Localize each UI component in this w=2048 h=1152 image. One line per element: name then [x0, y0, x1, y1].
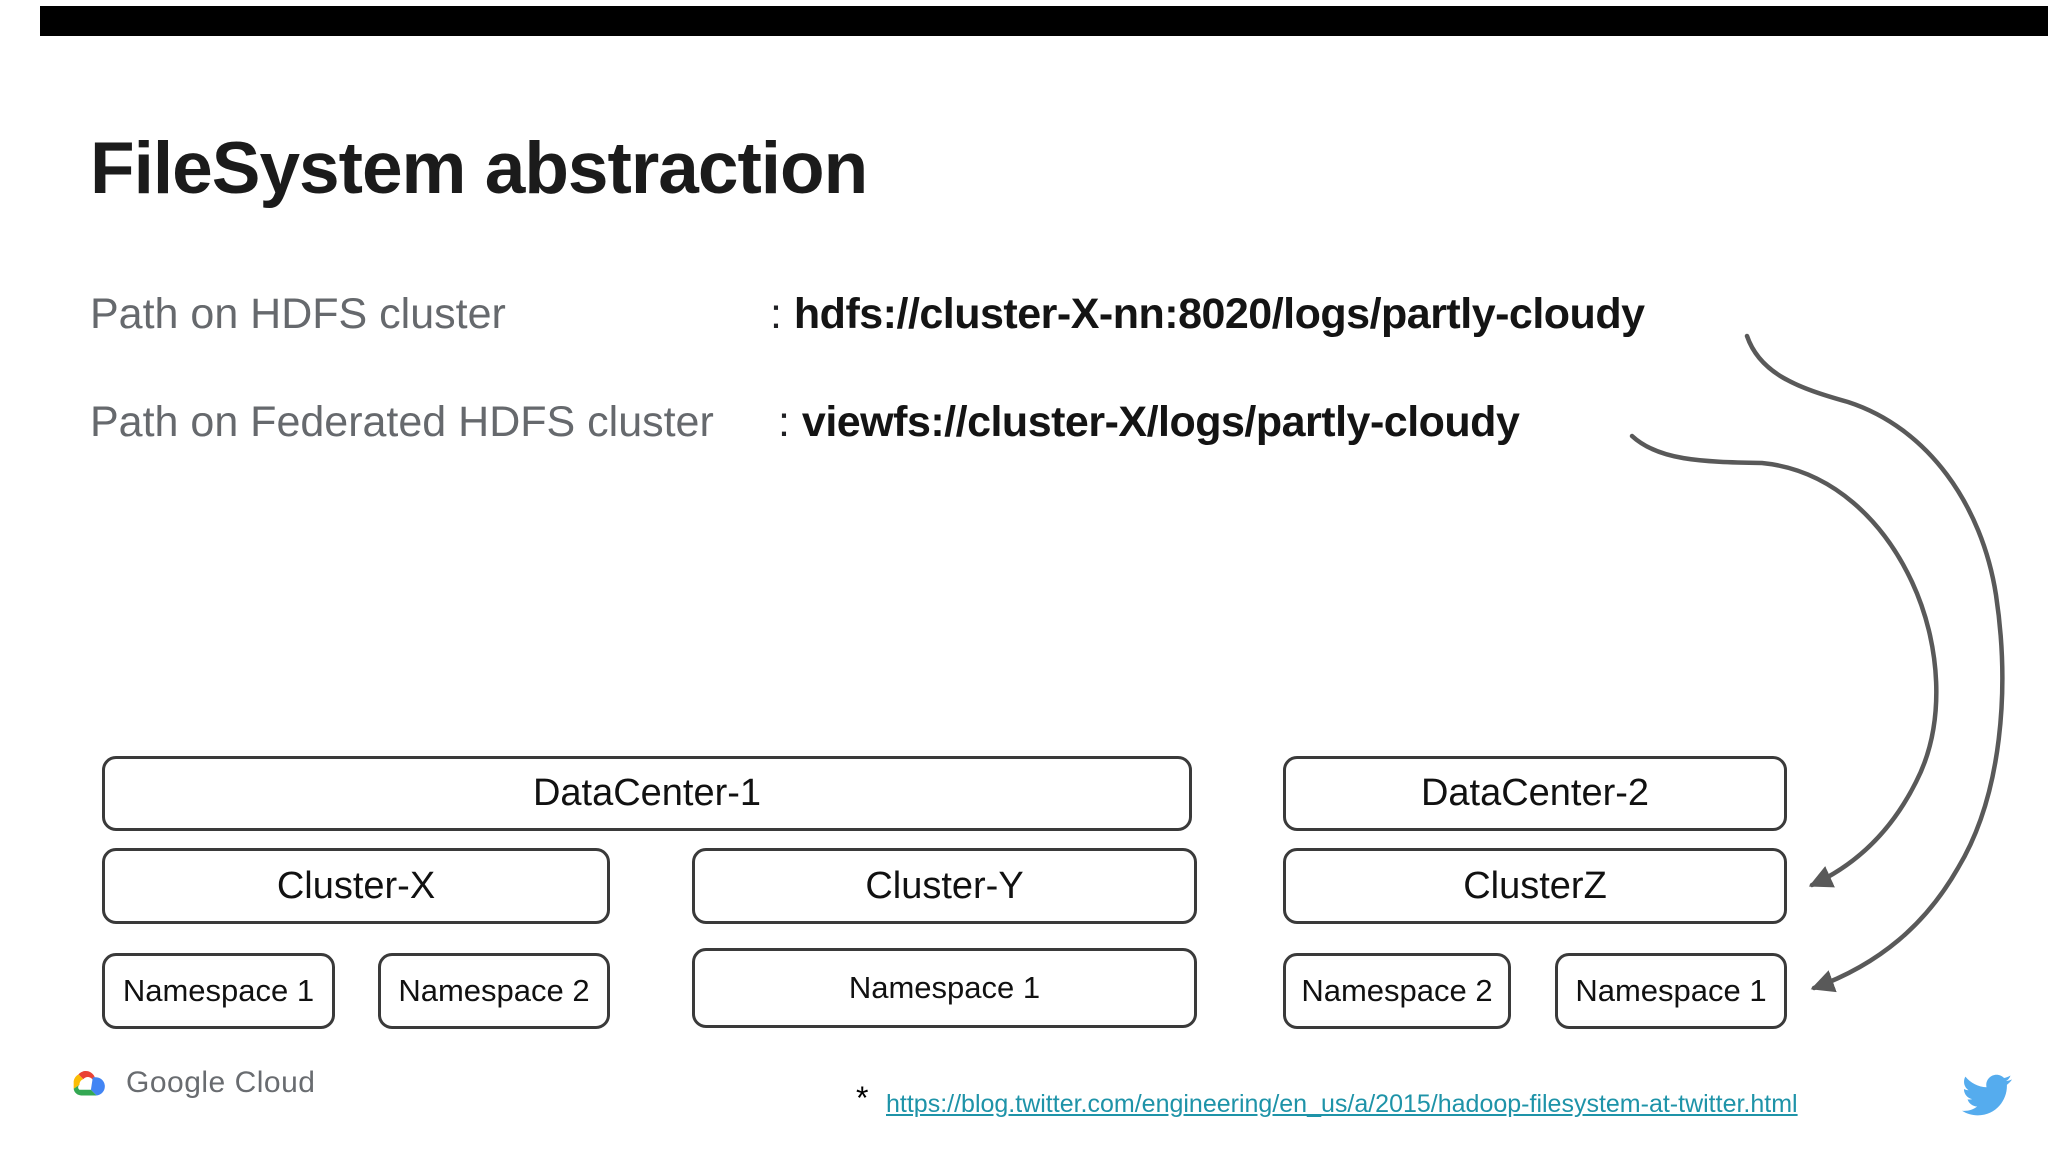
cluster-y-namespace-1-box: Namespace 1: [692, 948, 1197, 1028]
cluster-x-box: Cluster-X: [102, 848, 610, 924]
cluster-z-namespace-1-box: Namespace 1: [1555, 953, 1787, 1029]
google-cloud-logo: Google Cloud: [66, 1062, 315, 1104]
footnote-asterisk: *: [856, 1080, 869, 1116]
cluster-z-box: ClusterZ: [1283, 848, 1787, 924]
viewfs-path-value: : viewfs://cluster-X/logs/partly-cloudy: [778, 398, 1520, 447]
top-black-bar: [40, 6, 2048, 36]
cluster-x-namespace-1-box: Namespace 1: [102, 953, 335, 1029]
viewfs-path-label: Path on Federated HDFS cluster: [90, 398, 714, 446]
datacenter-1-box: DataCenter-1: [102, 756, 1192, 831]
hdfs-path-uri: hdfs://cluster-X-nn:8020/logs/partly-clo…: [793, 290, 1645, 338]
cluster-x-namespace-2-box: Namespace 2: [378, 953, 610, 1029]
footnote-link[interactable]: https://blog.twitter.com/engineering/en_…: [886, 1090, 1798, 1118]
cluster-y-box: Cluster-Y: [692, 848, 1197, 924]
viewfs-path-uri: viewfs://cluster-X/logs/partly-cloudy: [801, 398, 1520, 446]
hdfs-path-value: : hdfs://cluster-X-nn:8020/logs/partly-c…: [770, 290, 1645, 339]
datacenter-2-box: DataCenter-2: [1283, 756, 1787, 831]
hdfs-path-label: Path on HDFS cluster: [90, 290, 506, 338]
google-cloud-icon: [73, 1070, 105, 1096]
hdfs-path-separator: :: [770, 290, 794, 338]
page-title: FileSystem abstraction: [90, 128, 868, 209]
twitter-bird-icon[interactable]: [1958, 1070, 2016, 1120]
viewfs-path-separator: :: [778, 398, 802, 446]
cluster-z-namespace-2-box: Namespace 2: [1283, 953, 1511, 1029]
google-cloud-wordmark: Google Cloud: [126, 1066, 316, 1099]
